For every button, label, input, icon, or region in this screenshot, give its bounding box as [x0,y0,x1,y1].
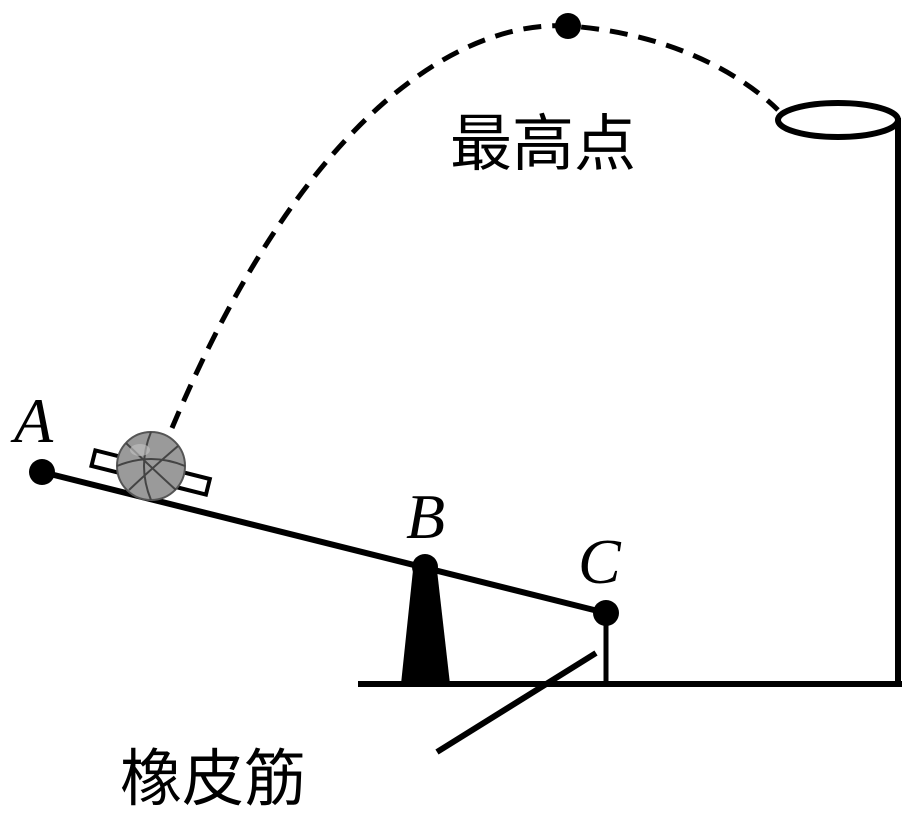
ball-cradle [89,447,213,497]
point-c-label: C [578,526,622,597]
highest-point-dot [555,13,581,39]
highest-point-label: 最高点 [450,107,636,180]
point-b-label: B [406,481,445,552]
seesaw-board [41,469,607,616]
rubber-band-label: 橡皮筋 [120,742,306,815]
ball-trajectory [169,23,780,429]
point-a-label: A [10,385,54,456]
basketball-hoop [775,100,901,140]
basketball-icon [116,431,186,501]
point-a-dot [29,459,55,485]
fulcrum [401,570,450,684]
point-b-dot [412,554,438,580]
rubber-band-leader [435,650,598,755]
